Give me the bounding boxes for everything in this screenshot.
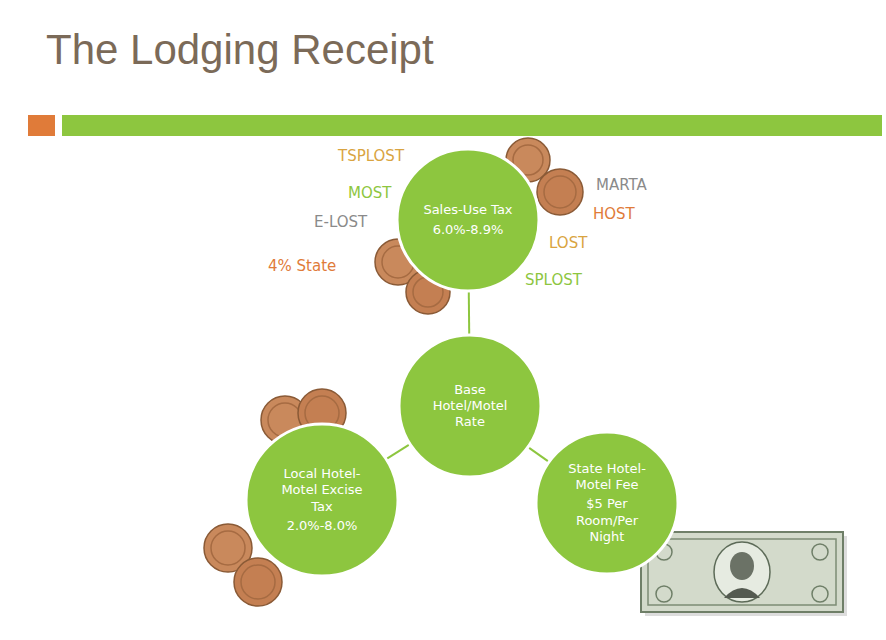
tax-label: MARTA	[596, 176, 647, 194]
circle-outline	[395, 147, 541, 293]
tax-label: 4% State	[268, 257, 336, 275]
tax-label: LOST	[549, 234, 587, 252]
circle-shape	[399, 335, 541, 477]
circle-shape	[397, 149, 539, 291]
circle-heading: State Hotel-Motel Fee	[559, 461, 655, 494]
tax-label: HOST	[593, 205, 635, 223]
accent-square	[28, 115, 55, 136]
circle-value: $5 Per Room/Per Night	[559, 496, 655, 545]
connector-line	[529, 448, 548, 462]
circle-content: State Hotel-Motel Fee$5 Per Room/Per Nig…	[559, 461, 655, 545]
header-bar	[62, 115, 882, 136]
circle-heading: Local Hotel-Motel Excise Tax	[271, 466, 374, 515]
circle-shape	[536, 432, 678, 574]
tax-label: SPLOST	[525, 271, 582, 289]
circle-content: Sales-Use Tax 6.0%-8.9%	[420, 202, 516, 238]
circle-shape	[246, 424, 398, 576]
dollar-bill	[641, 532, 847, 616]
tax-label: E-LOST	[314, 213, 367, 231]
tax-circle: Base Hotel/Motel Rate	[397, 333, 543, 479]
connector-line	[387, 445, 409, 459]
tax-label: MOST	[348, 184, 391, 202]
tax-label: TSPLOST	[338, 147, 404, 165]
tax-circle: Sales-Use Tax 6.0%-8.9%	[395, 147, 541, 293]
circle-value: 6.0%-8.9%	[433, 222, 504, 238]
circle-content: Local Hotel-Motel Excise Tax 2.0%-8.0%	[271, 466, 374, 534]
coins	[204, 138, 583, 606]
circle-heading: Base Hotel/Motel Rate	[422, 382, 518, 431]
tax-circle: State Hotel-Motel Fee$5 Per Room/Per Nig…	[534, 430, 680, 576]
circle-heading: Sales-Use Tax	[423, 202, 512, 218]
circle-value: 2.0%-8.0%	[287, 518, 358, 534]
circle-content: Base Hotel/Motel Rate	[422, 382, 518, 431]
tax-circle: Local Hotel-Motel Excise Tax 2.0%-8.0%	[244, 422, 400, 578]
slide-title: The Lodging Receipt	[46, 26, 434, 74]
connector-line	[468, 292, 470, 334]
